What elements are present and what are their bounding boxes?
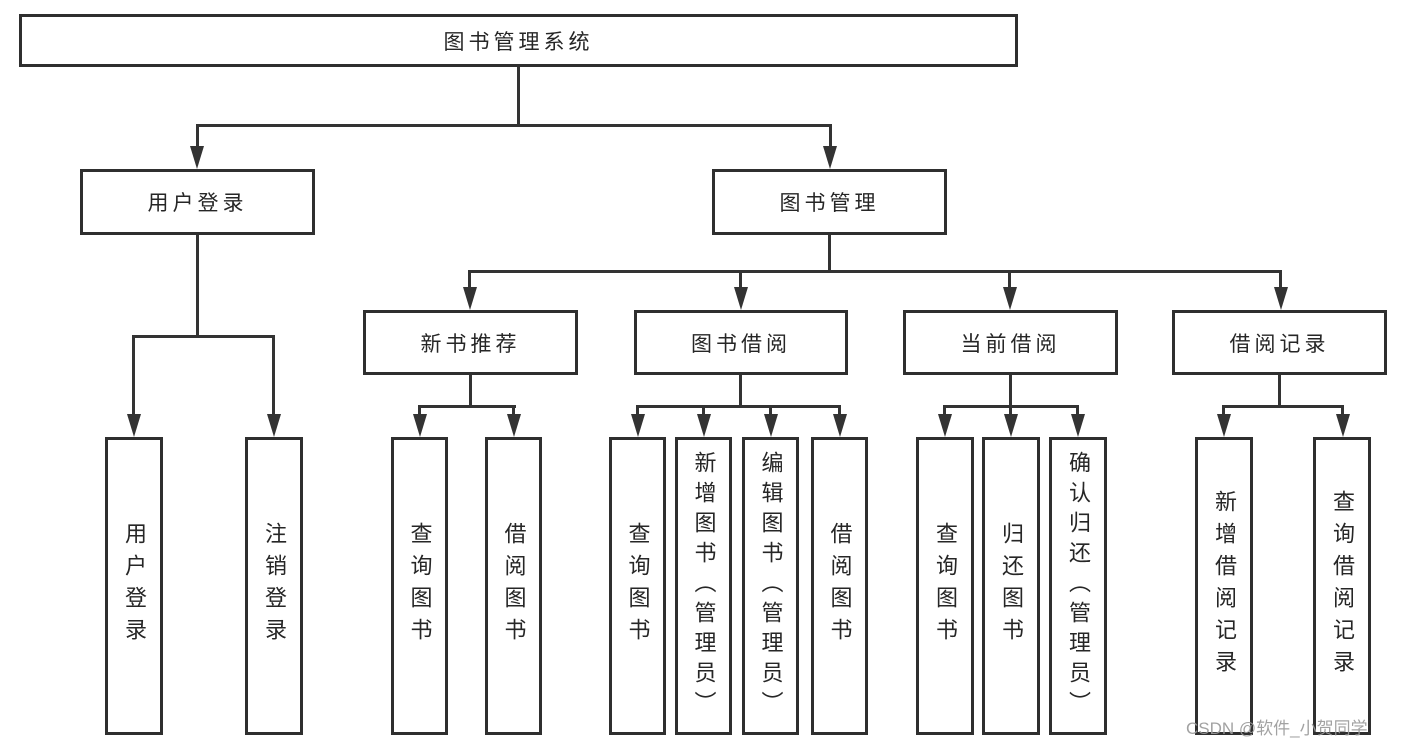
connector-shaft bbox=[1341, 405, 1344, 417]
node-new-book-rec-label: 新书推荐 bbox=[420, 332, 521, 356]
leaf-logout: 注销登录 bbox=[245, 437, 303, 735]
leaf-bb-edit-book: 编辑图书（管理员） bbox=[742, 437, 799, 735]
leaf-cb-confirm-return: 确认归还（管理员） bbox=[1049, 437, 1107, 735]
leaf-bb-edit-book-label: 编辑图书（管理员） bbox=[758, 451, 784, 721]
connector-bookmgmt-stem bbox=[828, 233, 831, 272]
leaf-rec-query-book-label: 查询图书 bbox=[407, 522, 433, 650]
connector-shaft bbox=[838, 405, 841, 417]
connector-newbookrec-stem bbox=[469, 373, 472, 407]
connector-shaft bbox=[196, 124, 199, 150]
node-book-mgmt: 图书管理 bbox=[712, 169, 947, 235]
arrowhead-icon bbox=[1336, 414, 1350, 437]
connector-shaft bbox=[739, 270, 742, 290]
leaf-rec-query-book: 查询图书 bbox=[391, 437, 448, 735]
arrowhead-icon bbox=[734, 287, 748, 310]
leaf-user-login-label: 用户登录 bbox=[122, 522, 147, 650]
leaf-cb-return-book: 归还图书 bbox=[982, 437, 1040, 735]
leaf-bb-borrow-book-label: 借阅图书 bbox=[827, 522, 853, 650]
leaf-bb-add-book-label: 新增图书（管理员） bbox=[691, 451, 717, 721]
connector-shaft bbox=[943, 405, 946, 417]
arrowhead-icon bbox=[1274, 287, 1288, 310]
node-root: 图书管理系统 bbox=[19, 14, 1018, 67]
arrowhead-icon bbox=[507, 414, 521, 437]
connector-bookborrow-stem bbox=[739, 373, 742, 407]
connector-shaft bbox=[636, 405, 639, 417]
node-borrow-records-label: 借阅记录 bbox=[1229, 332, 1330, 356]
connector-bookmgmt-branch bbox=[468, 270, 1282, 273]
leaf-bb-query-book: 查询图书 bbox=[609, 437, 666, 735]
arrowhead-icon bbox=[127, 414, 141, 437]
arrowhead-icon bbox=[938, 414, 952, 437]
connector-borrowrecords-branch bbox=[1222, 405, 1344, 408]
node-current-borrow: 当前借阅 bbox=[903, 310, 1118, 375]
connector-root-stem bbox=[517, 66, 520, 126]
arrowhead-icon bbox=[190, 146, 204, 169]
connector-shaft bbox=[1279, 270, 1282, 290]
arrowhead-icon bbox=[1003, 287, 1017, 310]
connector-currentborrow-stem bbox=[1009, 373, 1012, 407]
node-user-login: 用户登录 bbox=[80, 169, 315, 235]
leaf-bb-add-book: 新增图书（管理员） bbox=[675, 437, 732, 735]
leaf-user-login: 用户登录 bbox=[105, 437, 163, 735]
leaf-bb-borrow-book: 借阅图书 bbox=[811, 437, 868, 735]
leaf-logout-label: 注销登录 bbox=[262, 522, 287, 650]
arrowhead-icon bbox=[413, 414, 427, 437]
connector-borrowrecords-stem bbox=[1278, 373, 1281, 407]
connector-shaft bbox=[1222, 405, 1225, 417]
leaf-rec-borrow-book-label: 借阅图书 bbox=[501, 522, 527, 650]
connector-shaft bbox=[702, 405, 705, 417]
leaf-br-add-record-label: 新增借阅记录 bbox=[1212, 490, 1237, 682]
node-user-login-label: 用户登录 bbox=[147, 192, 248, 215]
node-current-borrow-label: 当前借阅 bbox=[960, 332, 1061, 356]
arrowhead-icon bbox=[764, 414, 778, 437]
connector-shaft bbox=[512, 405, 515, 417]
arrowhead-icon bbox=[631, 414, 645, 437]
connector-userlogin-stem bbox=[196, 233, 199, 337]
arrowhead-icon bbox=[833, 414, 847, 437]
node-borrow-records: 借阅记录 bbox=[1172, 310, 1387, 375]
node-new-book-rec: 新书推荐 bbox=[363, 310, 578, 375]
connector-shaft bbox=[132, 335, 135, 417]
leaf-rec-borrow-book: 借阅图书 bbox=[485, 437, 542, 735]
leaf-br-query-record-label: 查询借阅记录 bbox=[1330, 490, 1355, 682]
connector-bookborrow-branch bbox=[636, 405, 841, 408]
leaf-br-query-record: 查询借阅记录 bbox=[1313, 437, 1371, 735]
connector-newbookrec-branch bbox=[418, 405, 516, 408]
connector-shaft bbox=[418, 405, 421, 417]
node-book-borrow: 图书借阅 bbox=[634, 310, 848, 375]
connector-userlogin-branch bbox=[132, 335, 275, 338]
leaf-cb-confirm-return-label: 确认归还（管理员） bbox=[1066, 451, 1091, 721]
connector-shaft bbox=[1009, 405, 1012, 417]
arrowhead-icon bbox=[1071, 414, 1085, 437]
leaf-bb-query-book-label: 查询图书 bbox=[625, 522, 651, 650]
node-book-mgmt-label: 图书管理 bbox=[779, 192, 880, 215]
arrowhead-icon bbox=[267, 414, 281, 437]
connector-shaft bbox=[829, 124, 832, 150]
connector-shaft bbox=[1008, 270, 1011, 290]
arrowhead-icon bbox=[1004, 414, 1018, 437]
arrowhead-icon bbox=[1217, 414, 1231, 437]
node-root-label: 图书管理系统 bbox=[443, 30, 594, 54]
node-book-borrow-label: 图书借阅 bbox=[691, 332, 791, 356]
connector-root-branch bbox=[196, 124, 832, 127]
leaf-cb-return-book-label: 归还图书 bbox=[999, 522, 1024, 650]
arrowhead-icon bbox=[823, 146, 837, 169]
arrowhead-icon bbox=[697, 414, 711, 437]
leaf-br-add-record: 新增借阅记录 bbox=[1195, 437, 1253, 735]
connector-shaft bbox=[769, 405, 772, 417]
connector-shaft bbox=[272, 335, 275, 417]
leaf-cb-query-book-label: 查询图书 bbox=[933, 522, 958, 650]
arrowhead-icon bbox=[463, 287, 477, 310]
leaf-cb-query-book: 查询图书 bbox=[916, 437, 974, 735]
watermark: CSDN @软件_小贺同学 bbox=[1186, 719, 1368, 738]
connector-shaft bbox=[468, 270, 471, 290]
connector-shaft bbox=[1076, 405, 1079, 417]
